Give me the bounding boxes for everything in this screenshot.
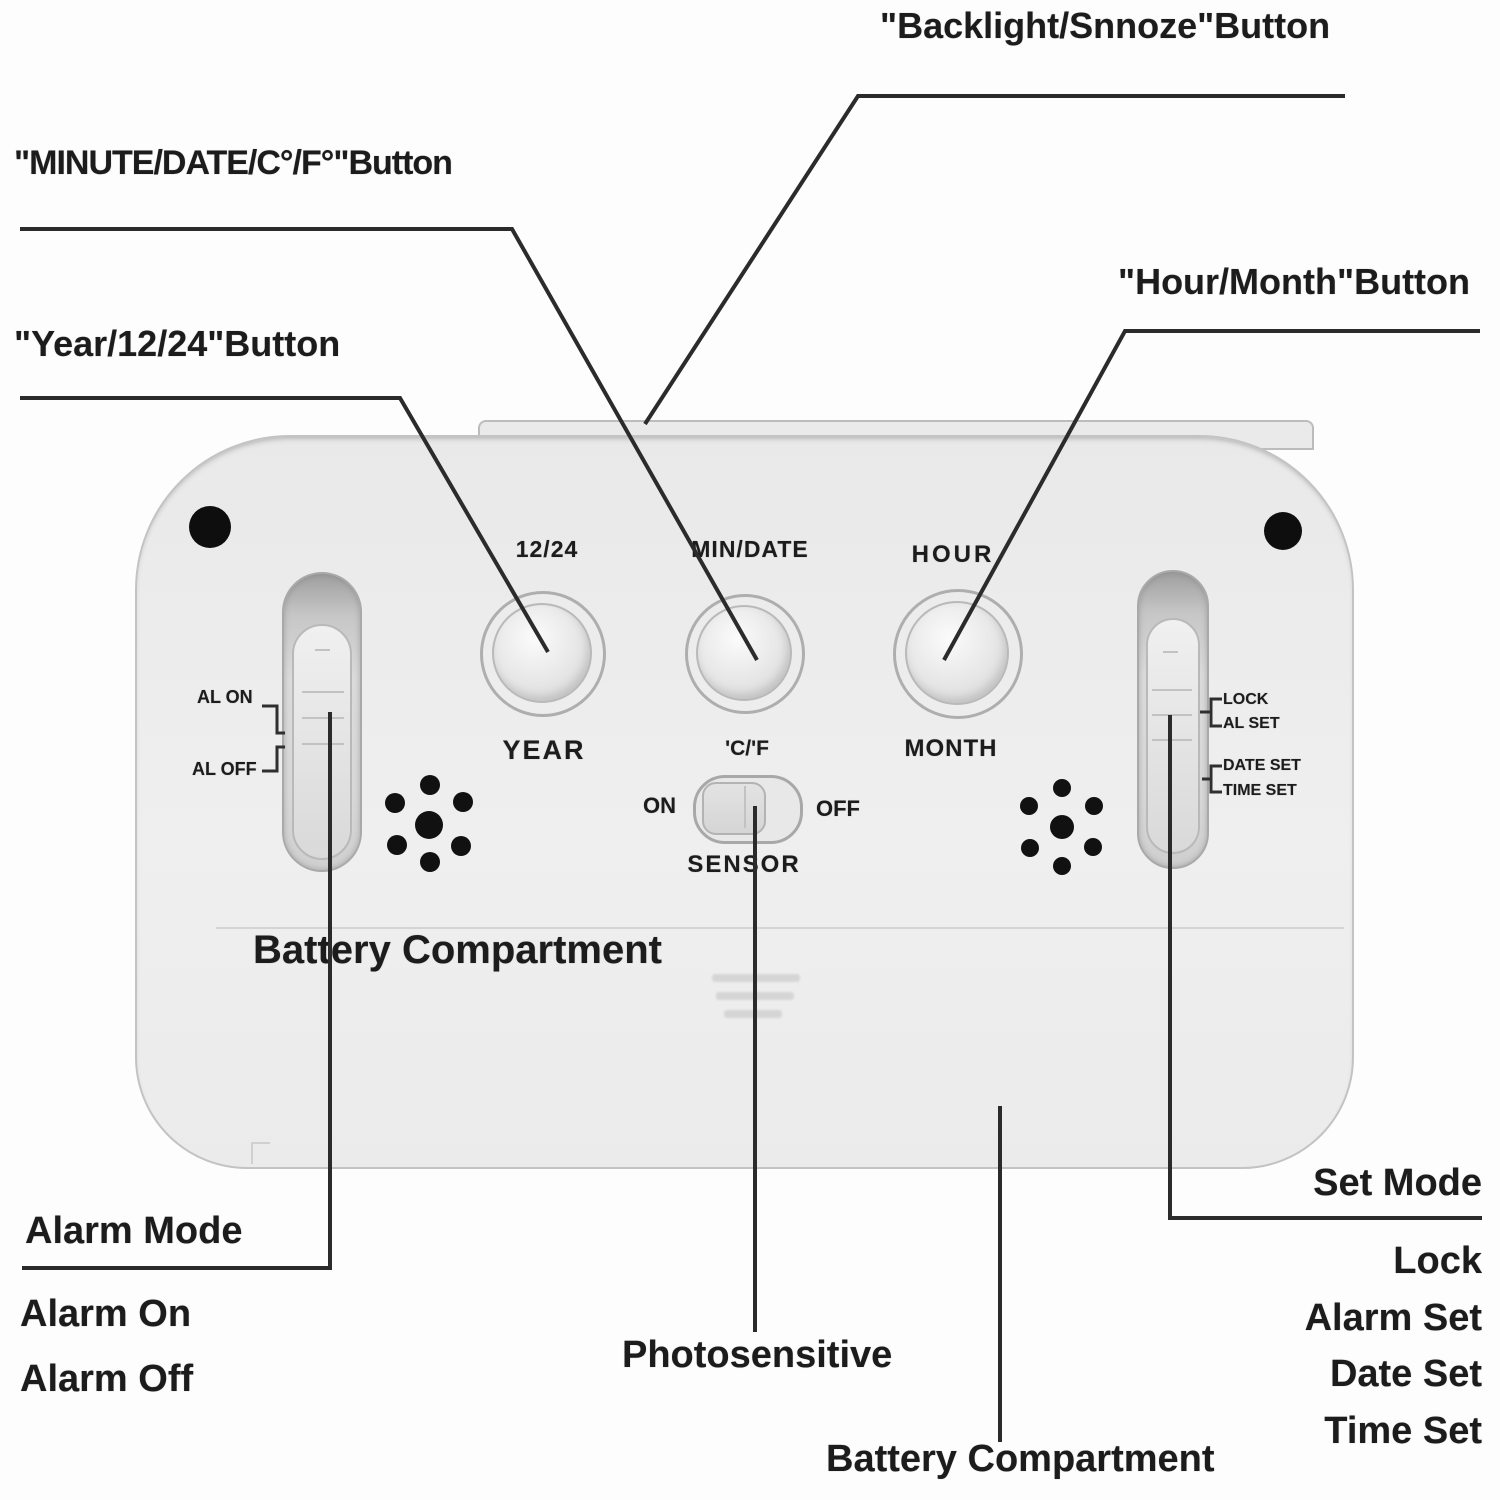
callout-minute-date-cf: "MINUTE/DATE/C°/F°"Button bbox=[14, 144, 453, 182]
label-time-set: TIME SET bbox=[1223, 782, 1297, 799]
hour-month-button-face bbox=[905, 601, 1009, 705]
label-sensor-off: OFF bbox=[816, 796, 860, 821]
callout-set-mode: Set Mode bbox=[1313, 1162, 1482, 1204]
callout-date-set: Date Set bbox=[1329, 1353, 1482, 1395]
callout-photosensitive: Photosensitive bbox=[622, 1334, 893, 1376]
callout-battery-compartment: Battery Compartment bbox=[826, 1438, 1215, 1480]
year-1224-button-face bbox=[492, 603, 592, 703]
molded-print bbox=[724, 1010, 782, 1018]
label-battery-compartment-panel: Battery Compartment bbox=[253, 928, 662, 972]
callout-backlight-snooze: "Backlight/Snnoze"Button bbox=[880, 5, 1331, 46]
callout-year-1224: "Year/12/24"Button bbox=[14, 323, 341, 364]
label-sensor-on: ON bbox=[643, 793, 676, 818]
callout-alarm-set: Alarm Set bbox=[1304, 1297, 1482, 1339]
label-month: MONTH bbox=[904, 735, 998, 762]
callout-alarm-mode: Alarm Mode bbox=[25, 1210, 243, 1252]
battery-lid-seam bbox=[216, 927, 1344, 929]
label-al-off: AL OFF bbox=[192, 759, 257, 779]
label-min-date: MIN/DATE bbox=[691, 536, 809, 562]
alarm-slider-knob bbox=[292, 624, 352, 860]
label-al-set: AL SET bbox=[1223, 715, 1280, 732]
label-sensor: SENSOR bbox=[687, 851, 801, 878]
label-year: YEAR bbox=[502, 735, 586, 765]
callout-alarm-on: Alarm On bbox=[20, 1293, 192, 1335]
min-date-button-face bbox=[696, 605, 792, 701]
label-date-set: DATE SET bbox=[1223, 757, 1301, 774]
leader-backlight bbox=[643, 94, 1345, 426]
molded-print bbox=[712, 974, 800, 982]
callout-lock: Lock bbox=[1393, 1240, 1482, 1282]
callout-alarm-off: Alarm Off bbox=[20, 1358, 194, 1400]
callout-time-set: Time Set bbox=[1324, 1410, 1482, 1452]
molded-print bbox=[716, 992, 794, 1000]
set-mode-slider-knob bbox=[1146, 618, 1200, 854]
label-hour: HOUR bbox=[911, 541, 995, 568]
label-al-on: AL ON bbox=[197, 687, 253, 707]
callout-hour-month: "Hour/Month"Button bbox=[1118, 261, 1471, 302]
label-c-f: 'C/'F bbox=[725, 737, 769, 760]
label-12-24: 12/24 bbox=[515, 536, 579, 562]
label-lock: LOCK bbox=[1223, 691, 1269, 708]
sensor-switch-knob bbox=[702, 782, 766, 835]
